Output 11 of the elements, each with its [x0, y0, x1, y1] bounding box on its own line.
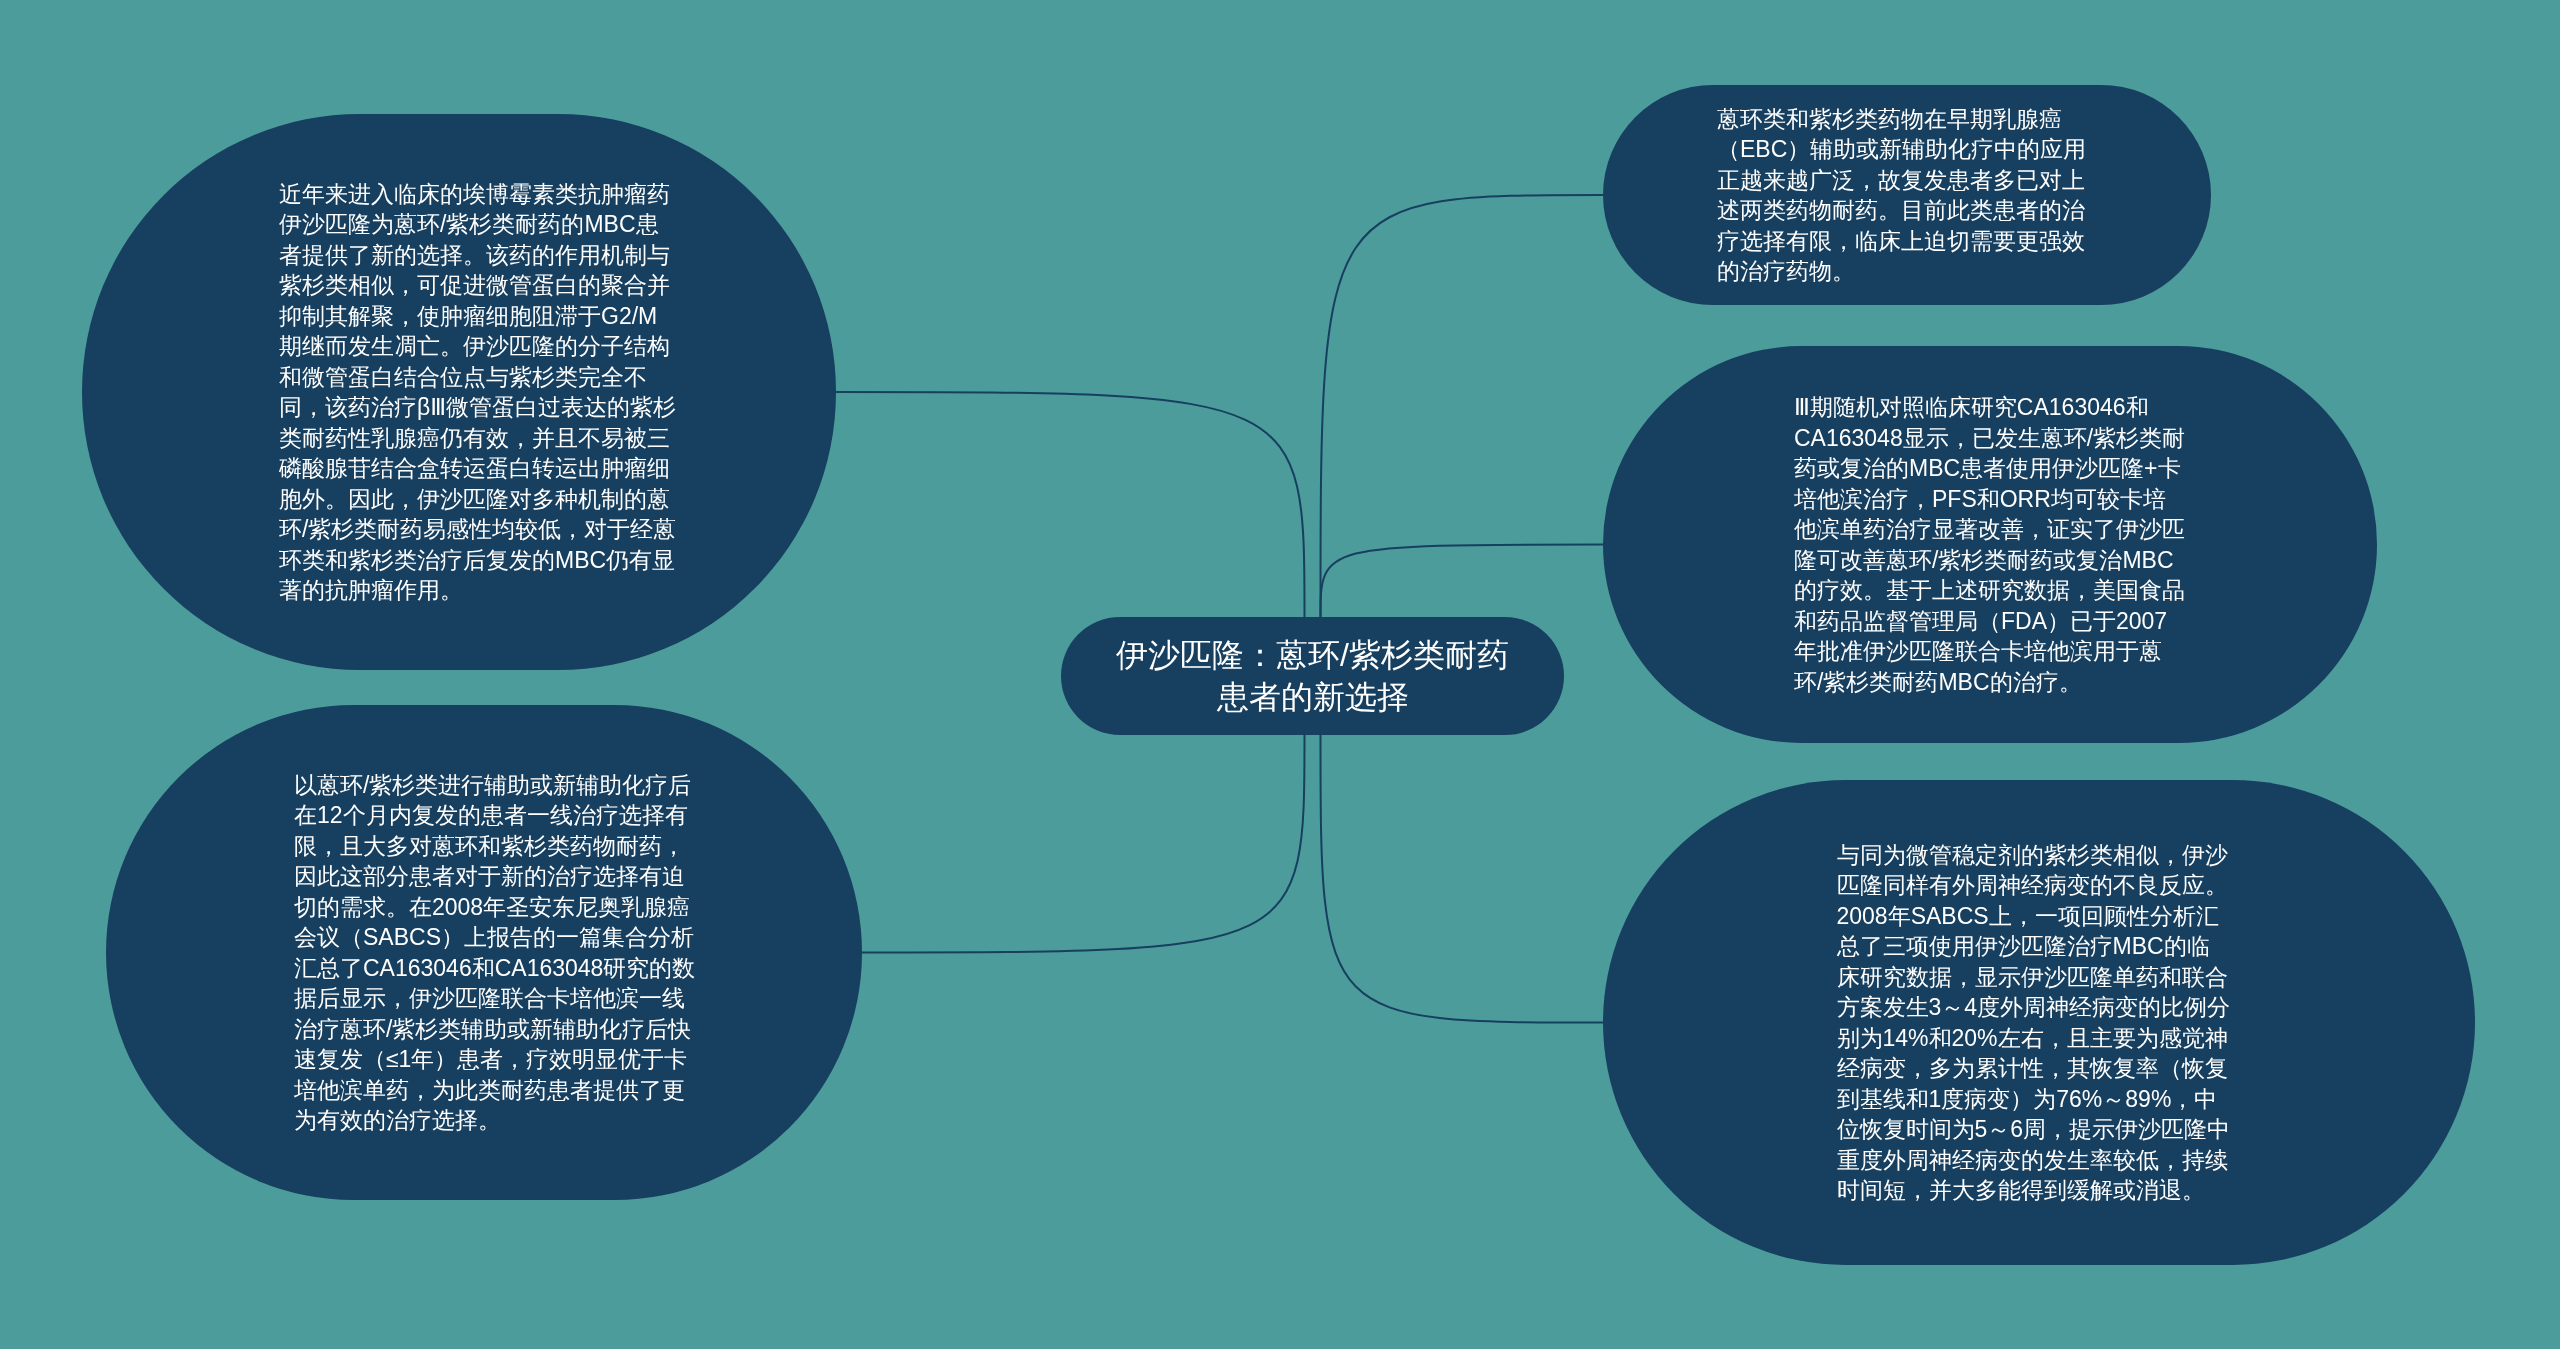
paragraph: 近年来进入临床的埃博霉素类抗肿瘤药伊沙匹隆为蒽环/紫杉类耐药的MBC患者提供了新的选择。该药的作用机制与紫杉类相似，可促进微管蛋白的聚合并抑制其解聚，使肿瘤细胞阻滞于G2/M期继而发生凋亡。伊沙匹隆的分子结构和微管蛋白结合位点与紫杉类完全不同，该药治疗βⅢ微管蛋白过表达的紫杉类耐药性乳腺癌仍有效，并且不易被三磷酸腺苷结合盒转运蛋白转运出肿瘤细胞外。因此，伊沙匹隆对多种机制的蒽环/紫杉类耐药易感性均较低，对于经蒽环类和紫杉类治疗后复发的MBC仍有显著的抗肿瘤作用。 — [279, 179, 678, 605]
paragraph: 蒽环类和紫杉类药物在早期乳腺癌（EBC）辅助或新辅助化疗中的应用正越来越广泛，故复发患者多已对上述两类药物耐药。目前此类患者的治疗选择有限，临床上迫切需要更强效的治疗药物。 — [1717, 104, 2088, 286]
connector-line — [861, 734, 1306, 954]
connector-line — [1319, 194, 1604, 618]
connector-line — [1319, 734, 1604, 1024]
paragraph: 与同为微管稳定剂的紫杉类相似，伊沙匹隆同样有外周神经病变的不良反应。2008年SABCS上，一项回顾性分析汇总了三项使用伊沙匹隆治疗MBC的临床研究数据，显示伊沙匹隆单药和联合方案发生3～4度外周神经病变的比例分别为14%和20%左右，且主要为感觉神经病变，多为累计性，其恢复率（恢复到基线和1度病变）为76%～89%，中位恢复时间为5～6周，提示伊沙匹隆中重度外周神经病变的发生率较低，持续时间短，并大多能得到缓解或消退。 — [1836, 840, 2232, 1205]
paragraph: Ⅲ期随机对照临床研究CA163046和CA163048显示，已发生蒽环/紫杉类耐药或复治的MBC患者使用伊沙匹隆+卡培他滨治疗，PFS和ORR均可较卡培他滨单药治疗显著改善，证实了伊沙匹隆可改善蒽环/紫杉类耐药或复治MBC的疗效。基于上述研究数据，美国食品和药品监督管理局（FDA）已于2007年批准伊沙匹隆联合卡培他滨用于蒽环/紫杉类耐药MBC的治疗。 — [1794, 393, 2186, 697]
topic-title: 伊沙匹隆：蒽环/紫杉类耐药患者的新选择 — [1115, 636, 1510, 717]
paragraph: 以蒽环/紫杉类进行辅助或新辅助化疗后在12个月内复发的患者一线治疗选择有限，且大多对蒽环和紫杉类药物耐药，因此这部分患者对于新的治疗选择有迫切的需求。在2008年圣安东尼奥乳腺癌会议（SABCS）上报告的一篇集合分析汇总了CA163046和CA163048研究的数据后显示，伊沙匹隆联合卡培他滨一线治疗蒽环/紫杉类辅助或新辅助化疗后快速复发（≤1年）患者，疗效明显优于卡培他滨单药，为此类耐药患者提供了更为有效的治疗选择。 — [294, 770, 697, 1135]
connector-line — [1319, 543, 1604, 618]
connector-line — [835, 391, 1306, 618]
